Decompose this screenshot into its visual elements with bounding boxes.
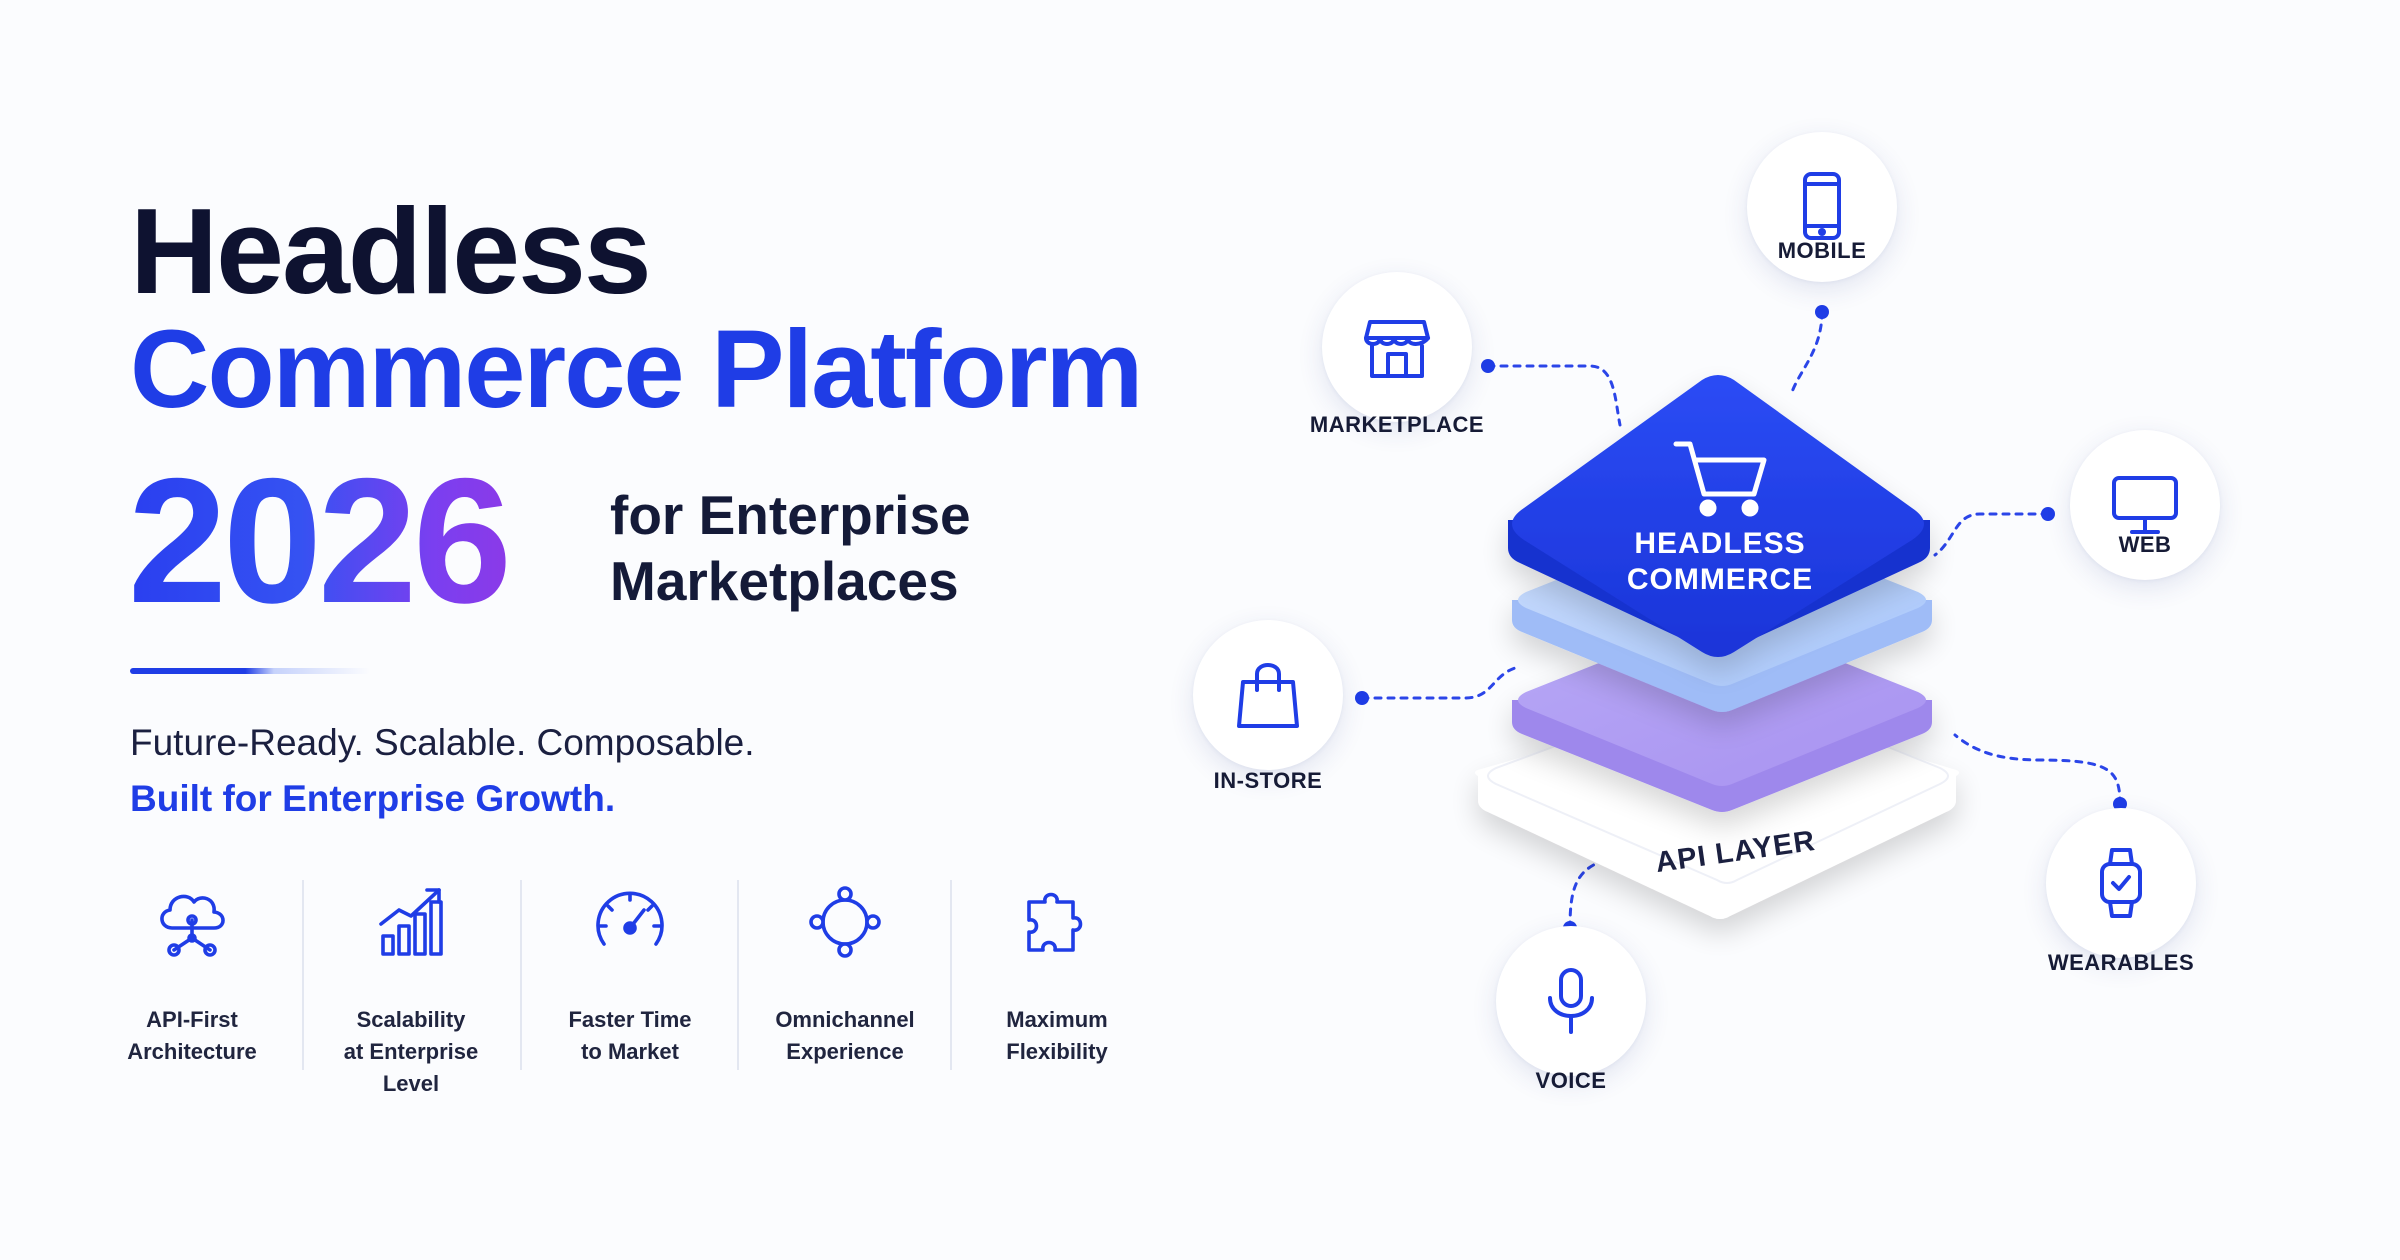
smartwatch-icon [2100,848,2142,918]
hero-title-line1: Headless [130,183,652,319]
connector-dot [2041,507,2055,521]
channel-voice-node [1496,926,1646,1076]
channel-voice-label: VOICE [1535,1068,1607,1093]
channel-web-label: WEB [2118,532,2172,557]
feature-omnichannel: Omnichannel Experience [740,880,950,1068]
feature-label-line1: Maximum [1006,1007,1108,1032]
feature-separator [520,880,522,1070]
feature-label-line2: Flexibility [1006,1039,1108,1064]
tagline-highlight: Built for Enterprise Growth. [130,778,616,819]
core-label-line2: COMMERCE [1626,563,1814,596]
feature-label-line2: at Enterprise [343,1039,479,1064]
feature-faster-time: Faster Time to Market [525,880,735,1068]
smartphone-icon [1803,172,1841,240]
channel-mobile-node [1747,132,1897,282]
hero-year: 2026 [128,441,512,640]
feature-label-line1: API-First [146,1007,238,1032]
feature-label-line3: Level [382,1071,440,1096]
feature-label-line2: Architecture [127,1039,257,1064]
core-label-line1: HEADLESS [1634,527,1806,560]
omnichannel-nodes-icon [809,886,881,958]
feature-scalability: Scalability at Enterprise Level [306,880,516,1100]
storefront-icon [1364,320,1430,378]
feature-label: API-First Architecture [87,1004,297,1068]
shopping-bag-icon [1237,663,1299,728]
hero-subtitle-line2: Marketplaces [610,550,959,612]
connector-wearables [1953,733,2122,806]
channel-marketplace-label: MARKETPLACE [1309,412,1485,437]
speedometer-icon [596,891,664,946]
feature-separator [302,880,304,1070]
feature-label: Faster Time to Market [525,1004,735,1068]
connector-marketplace [1486,364,1622,427]
shopping-cart-icon [1673,441,1767,517]
core-layer [1508,375,1930,657]
feature-label: Maximum Flexibility [952,1004,1162,1068]
feature-label: Scalability at Enterprise Level [306,1004,516,1100]
connector-dot [2113,797,2127,811]
feature-separator [737,880,739,1070]
bar-chart-growth-icon [379,888,443,956]
monitor-icon [2112,476,2178,534]
connector-dot [1815,305,1829,319]
feature-label-line1: Scalability [356,1007,466,1032]
cloud-network-icon [160,894,225,957]
connector-instore [1360,666,1517,700]
connector-voice [1568,858,1607,930]
connector-web [1933,512,2050,557]
channel-instore-label: IN-STORE [1213,768,1323,793]
core-label: HEADLESS COMMERCE [1600,526,1840,598]
feature-label: Omnichannel Experience [740,1004,950,1068]
hero-subtitle-line1: for Enterprise [610,484,971,546]
channel-wearables-node [2046,808,2196,958]
feature-label-line1: Faster Time [568,1007,692,1032]
feature-label-line2: Experience [786,1039,904,1064]
feature-api-first: API-First Architecture [87,880,297,1068]
feature-label-line2: to Market [581,1039,679,1064]
puzzle-piece-icon [1027,892,1083,952]
connector-dot [1481,359,1495,373]
feature-label-line1: Omnichannel [775,1007,915,1032]
channel-mobile-label: MOBILE [1777,238,1867,263]
feature-flexibility: Maximum Flexibility [952,880,1162,1068]
accent-divider [130,668,370,674]
tagline: Future-Ready. Scalable. Composable. [130,722,755,763]
microphone-icon [1548,968,1594,1034]
hero-subtitle: for Enterprise Marketplaces [610,482,971,614]
hero-title-line2: Commerce Platform [130,308,1143,431]
channel-marketplace-node [1322,272,1472,422]
feature-separator [950,880,952,1070]
connector-mobile [1790,310,1824,394]
connector-dot [1355,691,1369,705]
channel-instore-node [1193,620,1343,770]
channel-wearables-label: WEARABLES [2047,950,2195,975]
channel-web-node [2070,430,2220,580]
